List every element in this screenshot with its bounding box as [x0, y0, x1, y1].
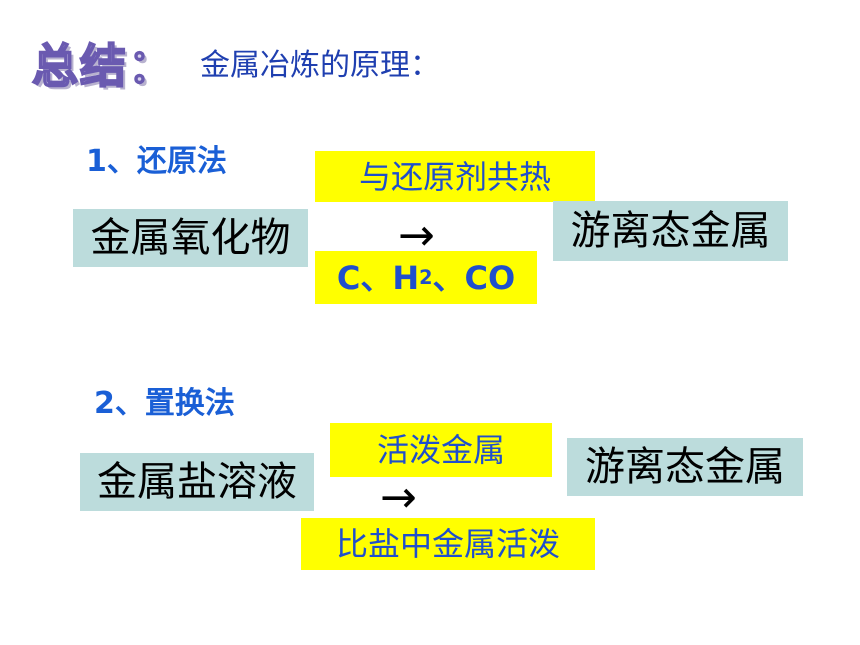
summary-label: 总结： [31, 38, 176, 94]
reduction-reactant-text: 金属氧化物 [90, 215, 291, 261]
displacement-arrow-icon: → [380, 472, 417, 523]
reduction-condition-top-text: 与还原剂共热 [358, 157, 551, 196]
reducing-agents-suffix: 、CO [432, 258, 516, 297]
reducing-agents-subscript: 2 [419, 265, 433, 289]
displacement-condition-top-text: 活泼金属 [376, 431, 505, 469]
displacement-condition-bottom-text: 比盐中金属活泼 [335, 525, 560, 563]
section2-heading: 2、置换法 [94, 386, 235, 421]
section1-heading: 1、还原法 [86, 144, 227, 179]
page-title: 金属冶炼的原理： [200, 48, 440, 83]
reduction-product-box: 游离态金属 [553, 201, 788, 261]
displacement-reactant-box: 金属盐溶液 [80, 453, 314, 511]
displacement-product-box: 游离态金属 [567, 438, 803, 496]
reduction-reactant-box: 金属氧化物 [73, 209, 308, 267]
displacement-condition-bottom: 比盐中金属活泼 [301, 518, 595, 570]
reduction-product-text: 游离态金属 [570, 208, 771, 254]
reducing-agents-prefix: C、H [336, 258, 420, 297]
displacement-reactant-text: 金属盐溶液 [97, 459, 297, 505]
reduction-condition-top: 与还原剂共热 [315, 151, 595, 202]
displacement-product-text: 游离态金属 [585, 444, 785, 490]
displacement-condition-top: 活泼金属 [330, 423, 552, 477]
